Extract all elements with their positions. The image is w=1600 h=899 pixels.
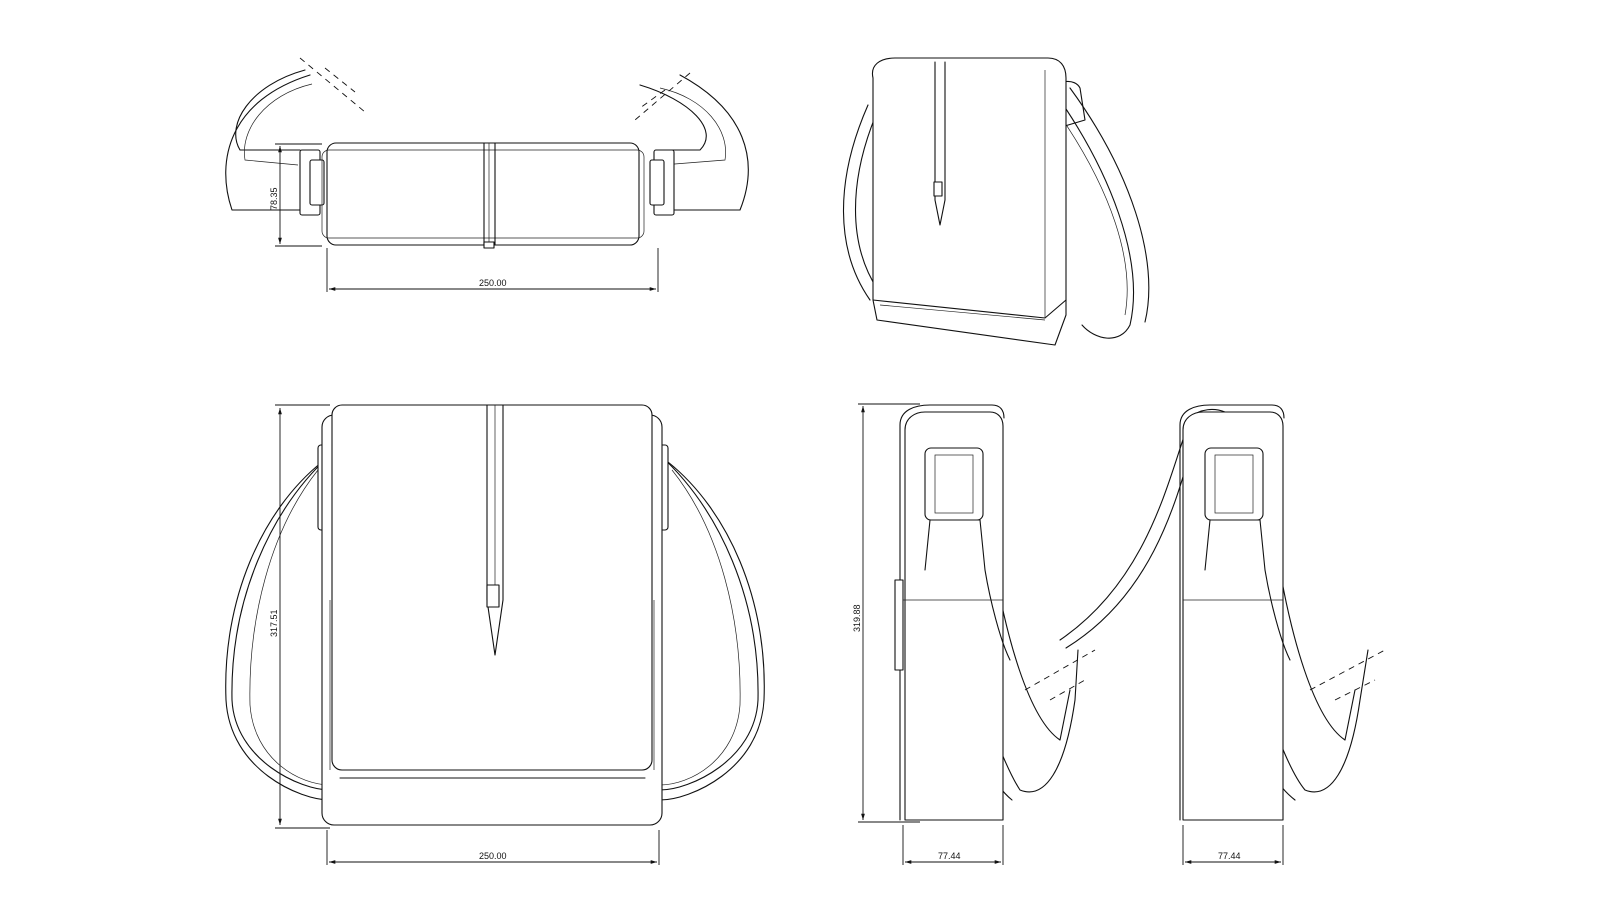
front-view: [225, 404, 765, 826]
perspective-view: [843, 57, 1150, 346]
top-view-dimensions: 78.35 250.00: [269, 143, 659, 292]
side-view-right-dimensions: 77.44: [1182, 825, 1284, 865]
front-width-label: 250.00: [479, 851, 507, 861]
side-height-label: 319.88: [852, 604, 862, 632]
front-height-label: 317.51: [269, 609, 279, 637]
front-view-dimensions: 317.51 250.00: [269, 404, 660, 865]
side-view-left: [894, 404, 1096, 821]
side-view-right: [1059, 404, 1386, 821]
top-height-label: 78.35: [269, 187, 279, 210]
side-right-depth-label: 77.44: [1218, 851, 1241, 861]
top-view: [225, 57, 749, 249]
side-view-dimensions: 319.88 77.44: [852, 403, 1004, 865]
top-width-label: 250.00: [479, 278, 507, 288]
side-left-depth-label: 77.44: [938, 851, 961, 861]
